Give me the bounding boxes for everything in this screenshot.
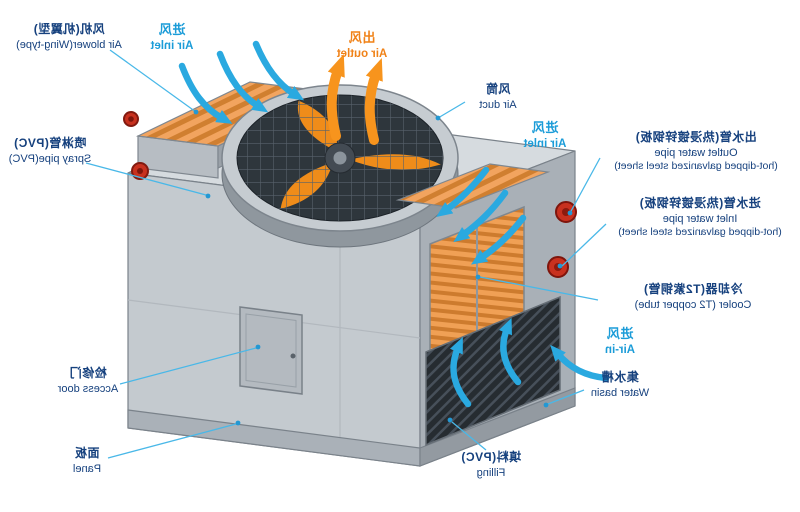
label-air-outlet: 出风 Air outlet <box>330 30 394 62</box>
label-air-inlet-top-zh: 进风 <box>158 22 186 37</box>
spray-pipe-port-bottom <box>131 162 149 180</box>
label-outlet-water-pipe-en: Outlet water pipe <box>654 146 738 159</box>
label-spray-pipe: 喷淋管(PVC) Spray pipe(PVC) <box>0 136 100 166</box>
label-air-blower: 风机(机翼型) Air blower(Wing-type) <box>6 22 132 52</box>
label-air-outlet-zh: 出风 <box>348 30 376 45</box>
label-outlet-water-pipe-zh: 出水管(热浸镀锌钢板) <box>635 130 757 144</box>
label-water-basin-en: Water basin <box>590 386 650 399</box>
fill-media <box>425 295 561 447</box>
label-air-inlet-right: 进风 Air inlet <box>516 120 574 152</box>
label-air-inlet-right-en: Air inlet <box>523 137 567 150</box>
outlet-water-port <box>555 201 577 223</box>
fan-assembly <box>221 84 459 248</box>
air-flow-arrows-blue <box>178 40 610 408</box>
label-air-duct: 风筒 Air duct <box>468 82 528 112</box>
label-air-duct-zh: 风筒 <box>485 82 511 96</box>
air-flow-arrows-orange <box>326 54 383 145</box>
label-inlet-water-pipe-en: Inlet water pipe <box>662 212 738 225</box>
water-basin-shape <box>127 387 576 467</box>
label-cooler-zh: 冷却器(T2紫铜管) <box>643 282 743 296</box>
label-water-basin: 集水槽 Water basin <box>580 370 660 400</box>
label-air-blower-en: Air blower(Wing-type) <box>16 38 122 51</box>
label-panel-zh: 面板 <box>74 446 100 460</box>
label-air-in: 进风 Air-in <box>592 326 648 358</box>
label-filling-en: Filling <box>476 466 506 479</box>
label-air-inlet-top: 进风 Air inlet <box>143 22 201 54</box>
label-air-in-en: Air-in <box>604 343 636 356</box>
label-outlet-water-pipe: 出水管(热浸镀锌钢板) Outlet water pipe (hot-dippe… <box>596 130 796 174</box>
label-access-door-en: Access door <box>57 382 119 395</box>
label-panel-en: Panel <box>72 462 102 475</box>
label-air-outlet-en: Air outlet <box>336 47 388 60</box>
spray-pipe-port-top <box>123 111 139 127</box>
label-spray-pipe-en: Spray pipe(PVC) <box>8 152 92 165</box>
label-inlet-water-pipe: 进水管(热浸镀锌钢板) Inlet water pipe (hot-dipped… <box>604 196 796 240</box>
label-outlet-water-pipe-en2: (hot-dipped galvanized steel sheet) <box>614 159 778 172</box>
label-filling: 填料(PVC) Filling <box>448 450 534 480</box>
leader-dots <box>193 109 573 426</box>
label-cooler-en: Cooler (T2 copper tube) <box>634 298 752 311</box>
label-access-door-zh: 检修门 <box>69 366 107 380</box>
label-inlet-water-pipe-zh: 进水管(热浸镀锌钢板) <box>639 196 761 210</box>
label-air-duct-en: Air duct <box>479 98 517 111</box>
label-access-door: 检修门 Access door <box>42 366 134 396</box>
label-filling-zh: 填料(PVC) <box>460 450 522 464</box>
leader-lines <box>85 49 607 459</box>
label-air-inlet-right-zh: 进风 <box>531 120 559 135</box>
label-panel: 面板 Panel <box>52 446 122 476</box>
label-water-basin-zh: 集水槽 <box>601 370 639 384</box>
label-air-inlet-top-en: Air inlet <box>150 39 194 52</box>
label-cooler: 冷却器(T2紫铜管) Cooler (T2 copper tube) <box>598 282 788 312</box>
label-air-blower-zh: 风机(机翼型) <box>33 22 105 36</box>
label-air-in-zh: 进风 <box>606 326 634 341</box>
access-door-shape <box>239 306 303 395</box>
label-inlet-water-pipe-en2: (hot-dipped galvanized steel sheet) <box>618 225 782 238</box>
label-spray-pipe-zh: 喷淋管(PVC) <box>13 136 87 150</box>
